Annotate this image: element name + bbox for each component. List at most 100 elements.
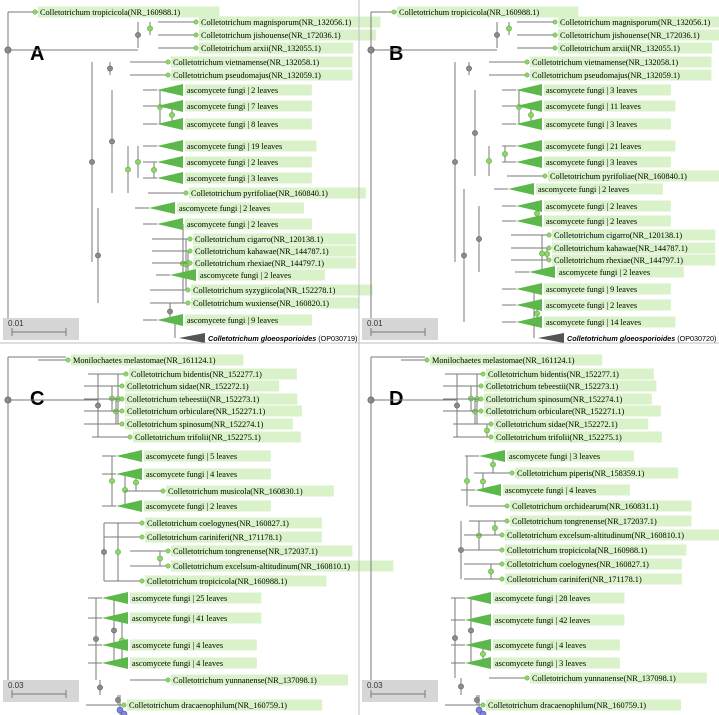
- collapsed-clade-label: ascomycete fungi | 9 leaves: [546, 285, 637, 294]
- label-background: [133, 431, 301, 443]
- internal-node: [135, 32, 141, 38]
- label-background: [166, 485, 334, 497]
- leaf-node: [187, 260, 193, 266]
- label-background: [503, 484, 630, 496]
- scale-label: 0.01: [8, 319, 24, 328]
- collapsed-clade-label: ascomycete fungi | 28 leaves: [495, 594, 590, 603]
- internal-node: [135, 159, 141, 165]
- leaf-node: [542, 173, 548, 179]
- collapsed-clade-label: ascomycete fungi | 3 leaves: [187, 174, 278, 183]
- label-background: [544, 316, 676, 328]
- internal-node: [539, 250, 545, 257]
- leaf-node: [499, 532, 505, 538]
- label-background: [38, 6, 220, 18]
- taxon-label: Colletotrichum sidae(NR_152272.1): [496, 420, 618, 429]
- leaf-node: [119, 396, 125, 402]
- taxon-label: Colletotrichum coelogynes(NR_160827.1): [147, 519, 289, 528]
- taxon-label: Colletotrichum spinosum(NR_152274.1): [127, 420, 264, 429]
- leaf-node: [509, 470, 515, 476]
- internal-node: [461, 252, 467, 259]
- leaf-node: [193, 19, 199, 25]
- leaf-node: [499, 547, 505, 553]
- internal-node: [109, 138, 115, 145]
- collapsed-clade-triangle: [102, 657, 128, 669]
- collapsed-clade-label: ascomycete fungi | 8 leaves: [187, 120, 278, 129]
- collapsed-clade-triangle: [102, 639, 128, 651]
- internal-node: [115, 549, 121, 555]
- taxon-label: Colletotrichum rhexiae(NR_144797.1): [554, 256, 683, 265]
- collapsed-clade-label: ascomycete fungi | 2 leaves: [187, 158, 278, 167]
- internal-node: [474, 697, 480, 703]
- leaf-node: [552, 19, 558, 25]
- label-background: [171, 545, 353, 557]
- label-background: [193, 245, 357, 257]
- collapsed-clade-label: ascomycete fungi | 4 leaves: [495, 641, 586, 650]
- collapsed-clade-triangle: [157, 84, 183, 96]
- query-node: [475, 706, 483, 714]
- internal-node: [93, 636, 99, 642]
- leaf-node: [546, 232, 552, 238]
- internal-node: [122, 487, 128, 493]
- label-background: [544, 200, 671, 212]
- taxon-label: Colletotrichum kahawae(NR_144787.1): [195, 247, 329, 256]
- taxon-label: Colletotrichum cariniferi(NR_171178.1): [147, 533, 282, 542]
- taxon-label: Colletotrichum sidae(NR_152272.1): [127, 382, 249, 391]
- leaf-node: [121, 702, 127, 708]
- label-background: [510, 500, 692, 512]
- scale-label: 0.03: [367, 681, 383, 690]
- taxon-label: Colletotrichum tropicicola(NR_160988.1): [147, 577, 287, 586]
- label-background: [71, 354, 244, 366]
- leaf-node: [65, 357, 71, 363]
- internal-node: [486, 158, 492, 164]
- label-background: [193, 257, 357, 269]
- internal-node: [476, 236, 482, 242]
- collapsed-clade-label: ascomycete fungi | 14 leaves: [546, 318, 641, 327]
- internal-node: [534, 310, 540, 317]
- internal-node: [169, 112, 175, 118]
- collapsed-clade-label: ascomycete fungi | 5 leaves: [146, 452, 237, 461]
- internal-node: [111, 627, 117, 634]
- taxon-label: Colletotrichum rhexiae(NR_144797.1): [195, 259, 324, 268]
- internal-node: [95, 252, 101, 259]
- taxon-label: Colletotrichum yunnanense(NR_137098.1): [173, 676, 317, 685]
- collapsed-clade-label: ascomycete fungi | 2 leaves: [546, 217, 637, 226]
- label-background: [484, 393, 652, 405]
- label-background: [530, 56, 712, 68]
- query-clade-triangle: [538, 333, 564, 343]
- label-background: [505, 558, 682, 570]
- label-background: [171, 69, 353, 81]
- taxon-label: Colletotrichum dracaenophilum(NR_160759.…: [488, 701, 646, 710]
- label-background: [130, 612, 262, 624]
- collapsed-clade-triangle: [116, 500, 142, 512]
- internal-node: [157, 555, 163, 562]
- scale-bar-box: [3, 318, 79, 340]
- collapsed-clade-label: ascomycete fungi | 3 leaves: [495, 659, 586, 668]
- collapsed-clade-triangle: [465, 639, 491, 651]
- collapsed-clade-label: ascomycete fungi | 42 leaves: [495, 616, 590, 625]
- label-background: [493, 614, 625, 626]
- internal-node: [480, 478, 486, 485]
- taxon-label: Colletotrichum arxii(NR_132055.1): [560, 44, 680, 53]
- taxon-label: Colletotrichum syzygiicola(NR_152278.1): [193, 286, 336, 295]
- collapsed-clade-triangle: [116, 450, 142, 462]
- label-background: [493, 657, 620, 669]
- collapsed-clade-triangle: [102, 612, 128, 624]
- label-background: [397, 6, 579, 18]
- collapsed-clade-triangle: [516, 283, 542, 295]
- collapsed-clade-triangle: [516, 299, 542, 311]
- internal-node: [544, 251, 550, 257]
- internal-node: [472, 130, 478, 136]
- taxon-label: Colletotrichum wuxiense(NR_160820.1): [193, 299, 329, 308]
- internal-node: [167, 308, 173, 315]
- label-background: [552, 254, 716, 266]
- label-background: [185, 84, 312, 96]
- taxon-label: Colletotrichum trifolii(NR_152275.1): [135, 433, 261, 442]
- leaf-node: [391, 9, 397, 15]
- scale-label: 0.01: [367, 319, 383, 328]
- label-background: [130, 639, 257, 651]
- collapsed-clade-label: ascomycete fungi | 11 leaves: [546, 102, 641, 111]
- leaf-node: [165, 72, 171, 78]
- leaf-node: [185, 287, 191, 293]
